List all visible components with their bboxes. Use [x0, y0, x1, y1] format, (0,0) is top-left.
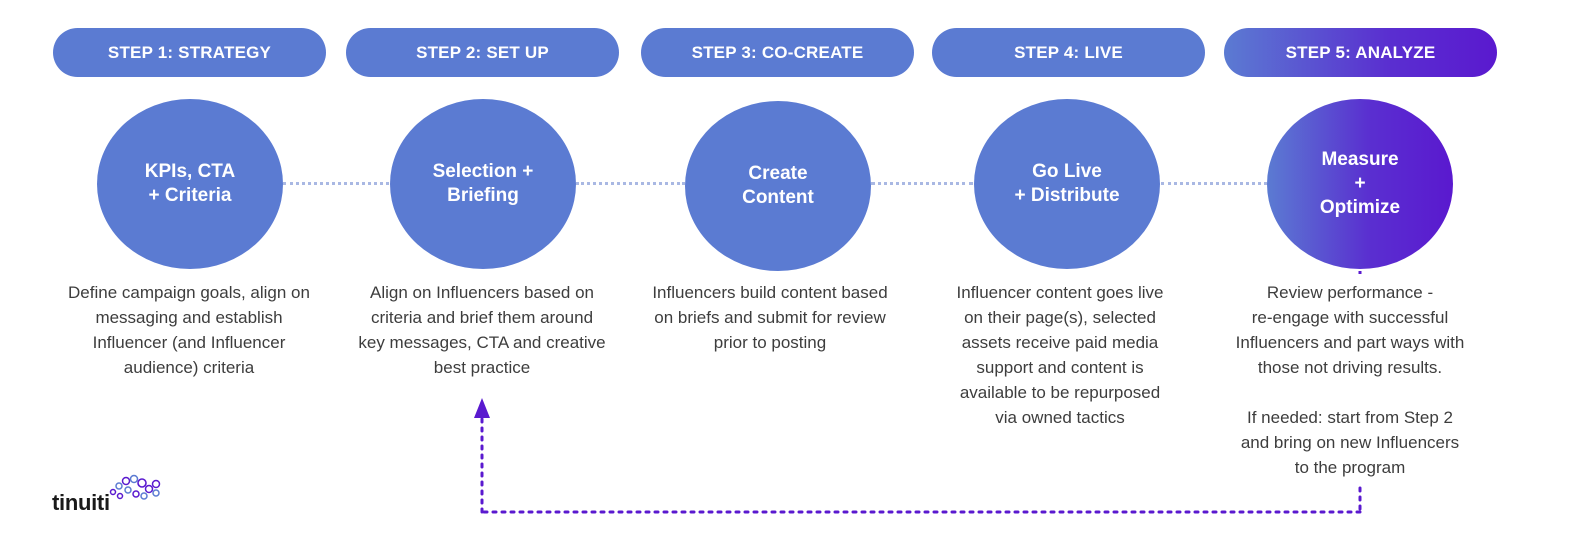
loop-arrowhead: [474, 398, 490, 418]
connector-2-3: [576, 182, 685, 185]
step-1-header: STEP 1: STRATEGY: [53, 28, 326, 77]
step-5-description: Review performance - re-engage with succ…: [1235, 283, 1465, 477]
step-3-header: STEP 3: CO-CREATE: [641, 28, 914, 77]
step-1-description: Define campaign goals, align on messagin…: [68, 283, 310, 377]
step-2-description: Align on Influencers based on criteria a…: [358, 283, 606, 377]
step-1-circle: KPIs, CTA + Criteria: [97, 99, 283, 269]
tinuiti-logo: tinuiti: [52, 472, 172, 522]
connector-3-4: [871, 182, 973, 185]
step-3-circle: Create Content: [685, 101, 871, 271]
step-4-header: STEP 4: LIVE: [932, 28, 1205, 77]
step-5-circle: Measure + Optimize: [1267, 99, 1453, 269]
step-2-header: STEP 2: SET UP: [346, 28, 619, 77]
step-4-description: Influencer content goes live on their pa…: [956, 283, 1164, 427]
connector-1-2: [283, 182, 389, 185]
step-3-description: Influencers build content based on brief…: [652, 283, 888, 352]
logo-text: tinuiti: [52, 490, 110, 515]
logo-mark-icon: [109, 474, 161, 500]
connector-4-5: [1161, 182, 1267, 185]
step-2-circle: Selection + Briefing: [390, 99, 576, 269]
step-4-circle: Go Live + Distribute: [974, 99, 1160, 269]
step-5-header: STEP 5: ANALYZE: [1224, 28, 1497, 77]
